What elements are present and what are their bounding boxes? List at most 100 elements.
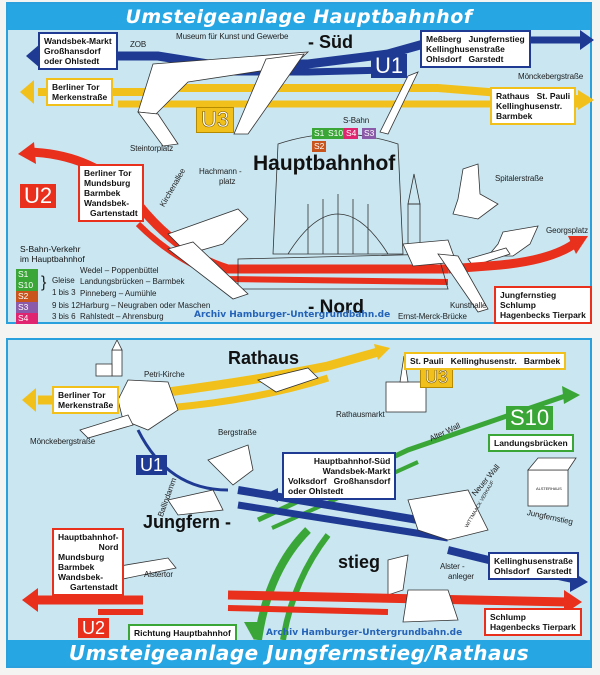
u3-badge-top[interactable]: U3	[196, 107, 235, 133]
label-alstertor: Alstertor	[144, 570, 173, 579]
dest-line: Kellinghusenstraße	[426, 44, 505, 54]
legend-platform-s4: 3 bis 6	[52, 312, 76, 321]
label-zob: ZOB	[130, 40, 147, 49]
dest-line: Ohlsdorf Garstedt	[494, 566, 572, 576]
legend-badge-s1: S1	[16, 269, 38, 280]
dest-u2-east-bottom[interactable]: Schlump Hagenbecks Tierpark	[484, 608, 582, 636]
label-moenckebergstrasse-bottom: Mönckebergstraße	[30, 437, 96, 446]
u2-line-bottom	[22, 588, 582, 615]
label-moenckebergstrasse-top: Mönckebergstraße	[518, 72, 584, 81]
label-museum: Museum für Kunst und Gewerbe	[176, 32, 289, 41]
legend-title-2: im Hauptbahnhof	[20, 254, 85, 264]
dest-line: St. Pauli Kellinghusenstr. Barmbek	[410, 356, 561, 366]
dest-u3-east[interactable]: Rathaus St. Pauli Kellinghusenstr. Barmb…	[490, 87, 577, 125]
u1-east-arrow	[580, 30, 594, 50]
dest-line: Hagenbecks Tierpark	[490, 622, 576, 632]
alsteranleger-structure	[402, 589, 459, 623]
dest-u1-west[interactable]: Wandsbek-Markt Großhansdorf oder Ohlsted…	[38, 32, 118, 70]
dest-line: Schlump	[500, 300, 536, 310]
label-hachmannplatz-2: platz	[219, 177, 236, 186]
alsterhaus-building	[527, 457, 577, 507]
hauptbahnhof-map-panel: Umsteigeanlage Hauptbahnhof	[6, 2, 594, 324]
label-rathausmarkt: Rathausmarkt	[336, 410, 385, 419]
dest-u3-west-bottom[interactable]: Berliner Tor Merkenstraße	[52, 386, 120, 414]
dest-s10-east[interactable]: Landungsbrücken	[488, 434, 574, 452]
title-jungfern: Jungfern -	[143, 512, 231, 532]
u3-east-arrow-bottom	[374, 344, 390, 360]
label-ernst-merck-bruecke: Ernst-Merck-Brücke	[398, 312, 467, 321]
station-structure-rathaus	[79, 367, 319, 439]
dest-line: Gartenstadt	[90, 208, 138, 218]
legend-gleise: Gleise	[52, 276, 75, 285]
u2-east-arrow	[568, 236, 588, 254]
label-alsteranleger-1: Alster -	[440, 562, 465, 571]
u2-west-arrow	[18, 142, 36, 164]
u2-badge-bottom[interactable]: U2	[78, 618, 110, 638]
dest-u1-east-bottom[interactable]: Kellinghusenstraße Ohlsdorf Garstedt	[488, 552, 579, 580]
dest-line: oder Ohlstedt	[44, 56, 100, 66]
sbahn-badge-s1[interactable]: S1	[312, 128, 327, 139]
dest-u1-north[interactable]: Hauptbahnhof-Süd Wandsbek-Markt Volksdor…	[282, 452, 397, 500]
u3-east-arrow	[578, 90, 594, 110]
legend-badge-s2: S2	[16, 291, 38, 302]
u1-badge-bottom[interactable]: U1	[136, 455, 168, 475]
legend-badge-s3: S3	[16, 302, 38, 313]
legend-gleise-range: 1 bis 3	[52, 288, 76, 297]
title-hauptbahnhof: Hauptbahnhof	[253, 152, 396, 175]
legend-route-s1: Wedel – Poppenbüttel	[80, 266, 159, 275]
u3-west-arrow-bottom	[22, 388, 36, 412]
dest-u2-east[interactable]: Jungfernstieg Schlump Hagenbecks Tierpar…	[494, 286, 592, 324]
title-stieg: stieg	[338, 552, 381, 572]
u3-badge-bottom[interactable]: U3	[420, 366, 454, 388]
u2-badge-top[interactable]: U2	[20, 184, 57, 208]
dest-u3-east-bottom[interactable]: St. Pauli Kellinghusenstr. Barmbek	[404, 352, 567, 370]
dest-line: Ohlsdorf Garstedt	[426, 54, 504, 64]
sbahn-badge-s4[interactable]: S4	[344, 128, 359, 139]
dest-line: Wandsbek-Markt	[322, 466, 391, 476]
s-south-arrow	[244, 622, 264, 640]
dest-line: Hauptbahnhof-Süd	[313, 456, 391, 466]
dest-line: Hagenbecks Tierpark	[500, 310, 586, 320]
station-structure-sued	[137, 51, 419, 147]
sbahn-badge-s3[interactable]: S3	[362, 128, 377, 139]
sbahn-badge-s10[interactable]: S10	[326, 128, 346, 139]
hauptbahnhof-map-drawing	[18, 30, 594, 313]
s10-badge[interactable]: S10	[506, 406, 554, 430]
dest-line: Hauptbahnhof-	[58, 532, 119, 542]
label-alsterhaus: ALSTERHAUS	[536, 486, 562, 491]
station-structure-jungfernstieg	[107, 444, 489, 596]
dest-line: Jungfernstieg	[500, 290, 557, 300]
title-sued: - Süd	[308, 32, 353, 52]
u1-badge-top[interactable]: U1	[371, 54, 408, 78]
legend-brace: }	[41, 274, 47, 291]
u1-west-arrow	[26, 44, 40, 68]
dest-line: Berliner Tor	[58, 390, 106, 400]
dest-line: Landungsbrücken	[494, 438, 568, 448]
watermark-bottom[interactable]: Archiv Hamburger-Untergrundbahn.de	[266, 628, 463, 638]
label-hachmannplatz-1: Hachmann -	[199, 167, 242, 176]
petri-kirche-building	[95, 340, 123, 377]
dest-line: Barmbek	[58, 562, 95, 572]
dest-line: Barmbek	[496, 111, 533, 121]
dest-line: Merkenstraße	[52, 92, 108, 102]
dest-line: Meßberg Jungfernstieg	[426, 34, 525, 44]
dest-line: Wandsbek-	[84, 198, 130, 208]
dest-line: Schlump	[490, 612, 526, 622]
dest-u1-east[interactable]: Meßberg Jungfernstieg Kellinghusenstraße…	[420, 30, 531, 68]
watermark-top[interactable]: Archiv Hamburger-Untergrundbahn.de	[194, 310, 391, 320]
sbahn-badge-s2[interactable]: S2	[312, 141, 327, 152]
dest-line: Berliner Tor	[52, 82, 100, 92]
u2-west-arrow-bottom	[22, 588, 38, 612]
dest-u3-west[interactable]: Berliner Tor Merkenstraße	[46, 78, 114, 106]
dest-u2-west-bottom[interactable]: Hauptbahnhof- Nord Mundsburg Barmbek Wan…	[52, 528, 125, 596]
label-georgsplatz: Georgsplatz	[546, 226, 589, 235]
legend-badge-s10: S10	[16, 280, 38, 291]
legend-badge-s4: S4	[16, 313, 38, 324]
legend-route-s10: Landungsbrücken – Barmbek	[80, 277, 185, 286]
legend-route-s2: Pinneberg – Aumühle	[80, 289, 157, 298]
dest-u2-west[interactable]: Berliner Tor Mundsburg Barmbek Wandsbek-…	[78, 164, 144, 222]
dest-line: Barmbek	[84, 188, 121, 198]
dest-line: Mundsburg	[58, 552, 105, 562]
dest-line: Wandsbek-Markt	[44, 36, 112, 46]
label-steintorplatz: Steintorplatz	[130, 144, 174, 153]
